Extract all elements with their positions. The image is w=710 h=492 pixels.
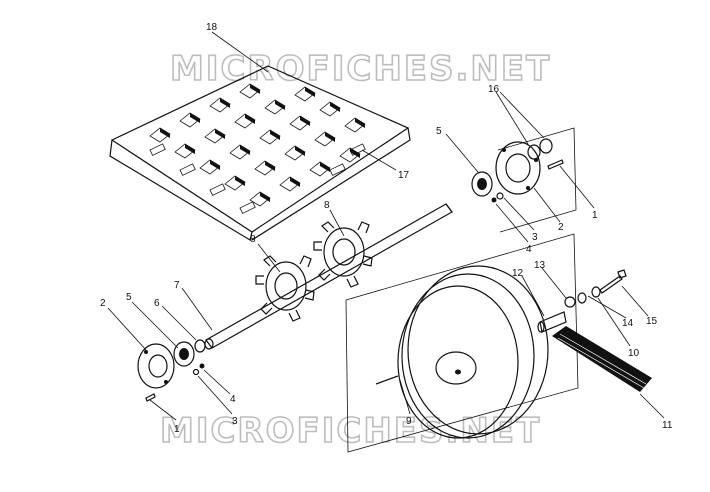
callout-5-right: 5: [436, 126, 442, 137]
callout-5-left: 5: [126, 292, 132, 303]
washer-right-part-3: [496, 192, 504, 200]
callout-3-left: 3: [232, 416, 238, 427]
nut-left-part-4: [199, 363, 205, 369]
leader-12: [521, 275, 545, 317]
bolt-left-part-1: [145, 393, 156, 402]
leader-2l: [107, 307, 147, 351]
watermark-top: MICROFICHES.NET: [170, 49, 551, 89]
callout-12: 12: [512, 268, 524, 279]
bearing-housing-right-part-2: [495, 141, 541, 195]
watermark-bottom: MICROFICHES.NET: [160, 411, 541, 451]
callout-16: 16: [488, 84, 500, 95]
bearing-left-part-5: [173, 341, 195, 367]
leader-11: [639, 393, 665, 419]
bolt-right-part-1: [547, 159, 564, 170]
leader-14: [587, 295, 627, 319]
callout-7: 7: [174, 280, 180, 291]
leader-16b: [499, 91, 545, 139]
leader-8a: [257, 243, 281, 273]
callout-10: 10: [628, 348, 640, 359]
leader-8b: [329, 209, 345, 237]
sprocket-left-part-8: [255, 255, 315, 322]
leader-16a: [495, 91, 529, 145]
drive-belt-part-11: [552, 326, 652, 392]
leader-6: [161, 305, 197, 341]
sprocket-right-part-8: [313, 221, 373, 288]
callout-8-right: 8: [324, 200, 330, 211]
callout-4-right: 4: [526, 244, 532, 255]
callout-11: 11: [662, 420, 673, 431]
callout-17: 17: [398, 170, 410, 181]
washers-part-16: [527, 138, 553, 160]
leader-2r: [533, 187, 561, 223]
callout-1-right: 1: [592, 210, 598, 221]
callout-2-right: 2: [558, 222, 564, 233]
drive-pulley: [397, 265, 549, 439]
callout-2-left: 2: [100, 298, 106, 309]
callout-6: 6: [154, 298, 160, 309]
leader-10: [597, 297, 631, 347]
washer-part-14: [577, 292, 587, 304]
leader-5r: [445, 133, 479, 173]
leader-1r: [559, 165, 595, 209]
callout-14: 14: [622, 318, 634, 329]
collar-part-6: [194, 339, 206, 353]
bearing-housing-left-part-2: [137, 343, 175, 389]
leader-17: [361, 149, 397, 171]
callout-18: 18: [206, 22, 218, 33]
leader-15: [621, 285, 649, 317]
callout-9: 9: [406, 416, 412, 427]
callout-13: 13: [534, 260, 546, 271]
nut-right-part-4: [491, 197, 497, 203]
leader-5l: [131, 301, 179, 349]
leader-3r: [503, 197, 535, 231]
leader-4r: [495, 203, 529, 243]
bolt-part-15: [599, 269, 627, 294]
washer-left-part-3: [192, 368, 200, 376]
callout-15: 15: [646, 316, 658, 327]
callout-1-left: 1: [174, 424, 180, 435]
leader-4l: [203, 369, 231, 395]
leader-9: [399, 379, 411, 415]
pulley-outline-box: [345, 233, 579, 453]
washer-part-13: [564, 296, 576, 308]
leader-1l: [149, 399, 177, 421]
key-part-9: [375, 375, 399, 385]
bearing-right-part-5: [471, 171, 493, 197]
spacer-part-12: [537, 311, 567, 333]
callout-4-left: 4: [230, 394, 236, 405]
track-mat-part-18: [109, 65, 411, 241]
leader-7: [181, 287, 213, 331]
leader-18: [211, 31, 269, 73]
callout-8-left: 8: [250, 234, 256, 245]
lockwasher-part-10: [591, 286, 601, 298]
callout-3-right: 3: [532, 232, 538, 243]
leader-13: [541, 267, 567, 299]
leader-3l: [197, 375, 233, 415]
